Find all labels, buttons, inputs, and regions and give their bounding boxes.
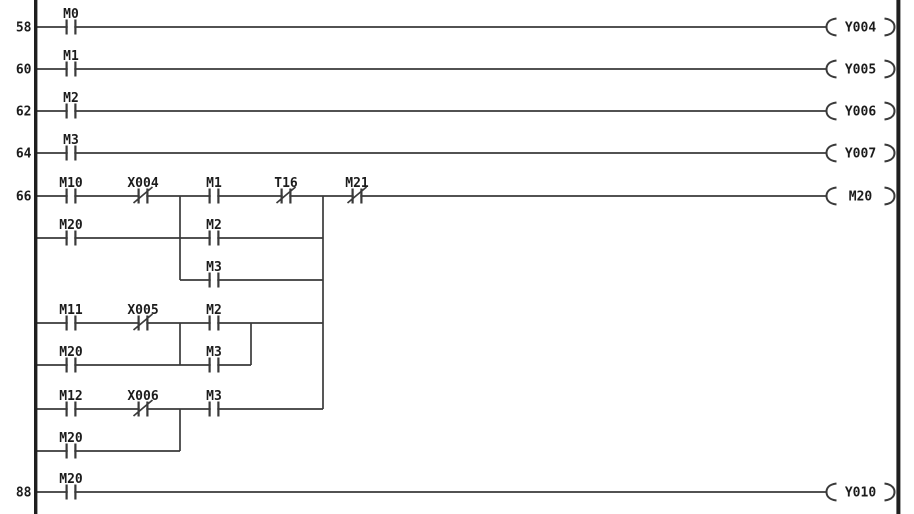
nc-slash-icon xyxy=(346,186,368,204)
contact-no-M0[interactable]: M0 xyxy=(63,7,79,35)
contact-label: M2 xyxy=(63,91,79,106)
contact-label: M11 xyxy=(59,303,83,318)
left-power-rail xyxy=(34,0,38,514)
coil-close-paren-icon xyxy=(884,186,896,206)
contact-no-M11[interactable]: M11 xyxy=(59,303,83,331)
nc-slash-icon xyxy=(275,186,297,204)
contact-gap xyxy=(67,193,75,199)
contact-gap xyxy=(210,362,218,368)
coil-Y010[interactable]: Y010 xyxy=(825,482,896,502)
coil-close-paren-icon xyxy=(884,17,896,37)
step-number: 64 xyxy=(16,147,32,162)
coil-label: Y007 xyxy=(845,147,876,162)
contact-label: M20 xyxy=(59,218,83,233)
contact-no-M20[interactable]: M20 xyxy=(59,431,83,459)
contact-gap xyxy=(67,362,75,368)
contact-no-M1[interactable]: M1 xyxy=(63,49,79,77)
nc-slash-icon xyxy=(132,313,154,331)
coil-Y007[interactable]: Y007 xyxy=(825,143,896,163)
step-number: 62 xyxy=(16,105,32,120)
contact-gap xyxy=(67,489,75,495)
contact-label: M0 xyxy=(63,7,79,22)
coil-label: Y005 xyxy=(845,63,876,78)
contact-label: X005 xyxy=(127,303,158,318)
coil-close-paren-icon xyxy=(884,482,896,502)
coil-Y006[interactable]: Y006 xyxy=(825,101,896,121)
coil-open-paren-icon xyxy=(825,101,837,121)
contact-gap xyxy=(210,406,218,412)
contact-label: M3 xyxy=(206,260,222,275)
contact-no-M3[interactable]: M3 xyxy=(206,389,222,417)
contact-label: M20 xyxy=(59,345,83,360)
contact-label: M20 xyxy=(59,431,83,446)
coil-open-paren-icon xyxy=(825,59,837,79)
step-number: 58 xyxy=(16,21,32,36)
right-power-rail xyxy=(896,0,901,514)
contact-label: M3 xyxy=(206,345,222,360)
coil-close-paren-icon xyxy=(884,143,896,163)
contact-label: M2 xyxy=(206,218,222,233)
coil-Y004[interactable]: Y004 xyxy=(825,17,896,37)
step-number: 60 xyxy=(16,63,32,78)
contact-label: M21 xyxy=(345,176,369,191)
contact-nc-X004[interactable]: X004 xyxy=(127,176,159,204)
contact-no-M12[interactable]: M12 xyxy=(59,389,83,417)
coil-label: M20 xyxy=(849,190,873,205)
coil-label: Y006 xyxy=(845,105,876,120)
contact-label: M3 xyxy=(63,133,79,148)
coil-open-paren-icon xyxy=(825,186,837,206)
coil-M20[interactable]: M20 xyxy=(825,186,896,206)
contact-no-M3[interactable]: M3 xyxy=(63,133,79,161)
contact-label: M2 xyxy=(206,303,222,318)
coil-open-paren-icon xyxy=(825,143,837,163)
contact-gap xyxy=(67,108,75,114)
contact-no-M2[interactable]: M2 xyxy=(206,218,222,246)
coil-open-paren-icon xyxy=(825,17,837,37)
contact-no-M2[interactable]: M2 xyxy=(206,303,222,331)
contact-gap xyxy=(67,406,75,412)
contact-no-M20[interactable]: M20 xyxy=(59,345,83,373)
contact-gap xyxy=(210,235,218,241)
contact-nc-T16[interactable]: T16 xyxy=(274,176,298,204)
contact-label: T16 xyxy=(274,176,298,191)
nc-slash-icon xyxy=(132,399,154,417)
contact-label: M1 xyxy=(206,176,222,191)
contact-label: X006 xyxy=(127,389,158,404)
coil-close-paren-icon xyxy=(884,59,896,79)
contact-no-M20[interactable]: M20 xyxy=(59,218,83,246)
coil-Y005[interactable]: Y005 xyxy=(825,59,896,79)
contact-label: M1 xyxy=(63,49,79,64)
contact-gap xyxy=(210,277,218,283)
contact-gap xyxy=(67,235,75,241)
contact-label: M3 xyxy=(206,389,222,404)
contact-gap xyxy=(210,320,218,326)
step-number: 66 xyxy=(16,190,32,205)
nc-slash-icon xyxy=(132,186,154,204)
contact-gap xyxy=(67,150,75,156)
contact-gap xyxy=(67,448,75,454)
contact-label: M10 xyxy=(59,176,83,191)
contact-gap xyxy=(210,193,218,199)
coil-open-paren-icon xyxy=(825,482,837,502)
contact-no-M2[interactable]: M2 xyxy=(63,91,79,119)
contact-gap xyxy=(67,24,75,30)
step-number: 88 xyxy=(16,486,32,501)
coil-label: Y004 xyxy=(845,21,876,36)
contact-no-M20[interactable]: M20 xyxy=(59,472,83,500)
contact-nc-X006[interactable]: X006 xyxy=(127,389,159,417)
contact-gap xyxy=(67,66,75,72)
contact-nc-M21[interactable]: M21 xyxy=(345,176,369,204)
contact-no-M3[interactable]: M3 xyxy=(206,345,222,373)
contact-label: X004 xyxy=(127,176,158,191)
contact-label: M12 xyxy=(59,389,82,404)
contact-label: M20 xyxy=(59,472,83,487)
contact-nc-X005[interactable]: X005 xyxy=(127,303,159,331)
contact-no-M3[interactable]: M3 xyxy=(206,260,222,288)
coil-close-paren-icon xyxy=(884,101,896,121)
contact-no-M1[interactable]: M1 xyxy=(206,176,222,204)
contact-gap xyxy=(67,320,75,326)
coil-label: Y010 xyxy=(845,486,876,501)
contact-no-M10[interactable]: M10 xyxy=(59,176,83,204)
